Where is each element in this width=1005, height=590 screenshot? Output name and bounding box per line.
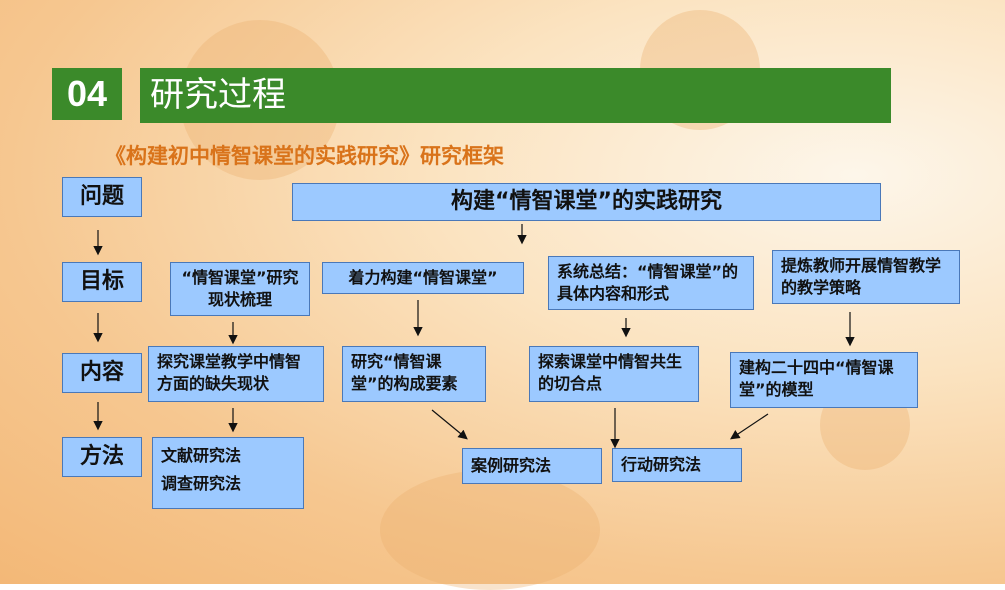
goal-box-3: 系统总结：“情智课堂”的具体内容和形式 — [548, 256, 754, 310]
section-title: 研究过程 — [140, 68, 891, 123]
label-goal: 目标 — [62, 262, 142, 302]
content-box-2: 研究“情智课堂”的构成要素 — [342, 346, 486, 402]
main-topic-box: 构建“情智课堂”的实践研究 — [292, 183, 881, 221]
goal-box-4: 提炼教师开展情智教学的教学策略 — [772, 250, 960, 304]
section-number: 04 — [52, 68, 122, 120]
background-silhouette — [380, 470, 600, 590]
content-box-1: 探究课堂教学中情智方面的缺失现状 — [148, 346, 324, 402]
method-box-2: 案例研究法 — [462, 448, 602, 484]
content-box-3: 探索课堂中情智共生的切合点 — [529, 346, 699, 402]
method-box-1: 文献研究法 调查研究法 — [152, 437, 304, 509]
arrow-content2-method2 — [431, 409, 468, 440]
method-survey: 调查研究法 — [161, 474, 242, 493]
framework-subtitle: 《构建初中情智课堂的实践研究》研究框架 — [105, 144, 504, 168]
goal-box-2: 着力构建“情智课堂” — [322, 262, 524, 294]
goal-box-1: “情智课堂”研究现状梳理 — [170, 262, 310, 316]
label-method: 方法 — [62, 437, 142, 477]
content-box-4: 建构二十四中“情智课堂”的模型 — [730, 352, 918, 408]
arrow-content4-method3 — [730, 413, 769, 440]
label-content: 内容 — [62, 353, 142, 393]
label-question: 问题 — [62, 177, 142, 217]
method-box-3: 行动研究法 — [612, 448, 742, 482]
method-literature: 文献研究法 — [161, 446, 242, 465]
